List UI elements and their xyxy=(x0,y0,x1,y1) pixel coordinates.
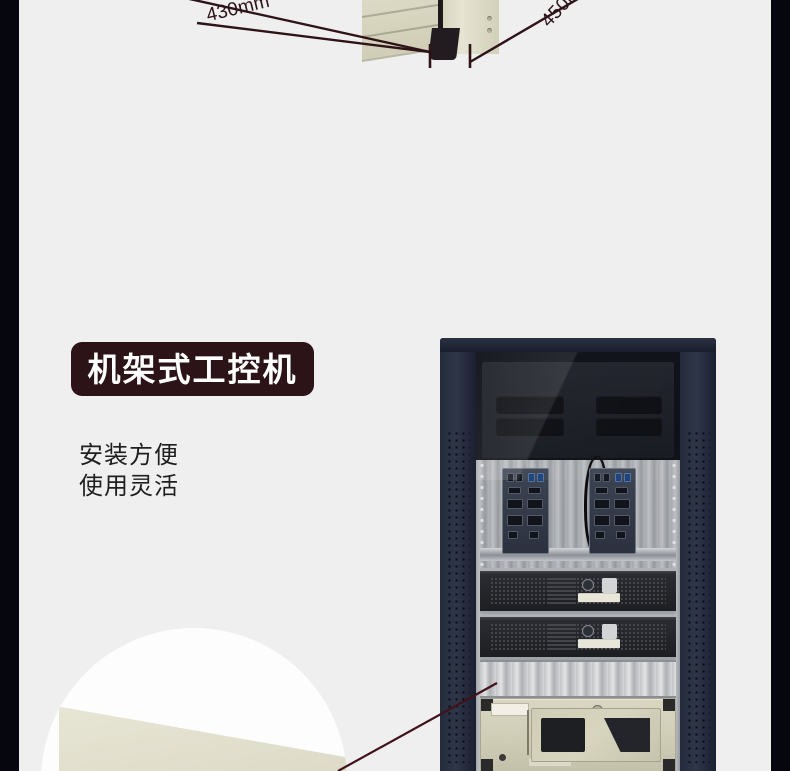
feature-line-1: 安装方便 xyxy=(79,442,179,469)
rack-interior xyxy=(476,352,680,771)
rack-top-cap xyxy=(440,338,716,354)
letterbox-bar-left xyxy=(0,0,19,771)
rack-blank-panel-1 xyxy=(480,660,676,698)
product-title-badge: 机架式工控机 xyxy=(71,342,314,396)
feature-line-2: 使用灵活 xyxy=(79,473,179,500)
rack-post-right xyxy=(680,352,716,771)
dimension-diagram: 430mm 450mm xyxy=(0,0,790,120)
rack-unit-ipc-1 xyxy=(480,698,676,771)
feature-subtitle: 安装方便 使用灵活 xyxy=(79,440,179,502)
dimension-lines-svg xyxy=(188,0,579,68)
rack-unit-server-1 xyxy=(480,568,676,614)
product-closeup-inset xyxy=(41,628,347,771)
io-shield-left xyxy=(502,468,549,554)
rack-perforation-right xyxy=(686,430,710,763)
inset-chassis-top-face xyxy=(59,706,347,771)
server-rack-cabinet xyxy=(440,338,716,771)
letterbox-bar-right xyxy=(771,0,790,771)
rack-top-shelf xyxy=(482,362,674,458)
product-title-text: 机架式工控机 xyxy=(87,350,298,388)
rack-unit-server-2 xyxy=(480,614,676,660)
rack-post-left xyxy=(440,352,476,771)
io-shield-right xyxy=(589,468,636,554)
rack-perforation-left xyxy=(446,430,470,763)
